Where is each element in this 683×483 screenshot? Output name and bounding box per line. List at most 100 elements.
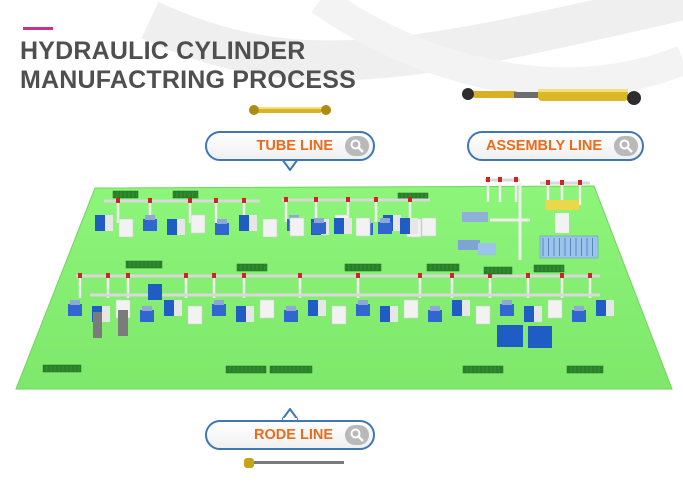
- gantry-hoist: [356, 273, 360, 278]
- machine-blue: [356, 304, 370, 316]
- machine-blue: [528, 326, 552, 348]
- hedge: [462, 365, 504, 374]
- hedge: [172, 190, 199, 199]
- gantry-hoist: [126, 273, 130, 278]
- machine-blue: [428, 310, 442, 322]
- assembly-press: [555, 213, 569, 233]
- machine-blue: [167, 219, 177, 235]
- machine-white: [331, 305, 347, 325]
- machine-white: [475, 305, 491, 325]
- magnifier-icon[interactable]: [345, 425, 369, 445]
- rod-stock: [118, 310, 128, 336]
- machine-white: [105, 215, 113, 231]
- machine-blue: [284, 310, 298, 322]
- machine-blue: [572, 310, 586, 322]
- gantry-hoist: [514, 177, 518, 182]
- machine-white: [421, 217, 437, 237]
- title-line-2: MANUFACTRING PROCESS: [20, 66, 356, 94]
- machine-white: [262, 218, 278, 238]
- assembly-frame: [545, 200, 579, 210]
- machine-white: [534, 306, 542, 322]
- gantry-hoist: [314, 197, 318, 202]
- machine-white: [462, 300, 470, 316]
- gantry-hoist: [486, 177, 490, 182]
- hedge: [236, 263, 268, 272]
- machine-top: [289, 215, 299, 220]
- machine-top: [145, 215, 155, 220]
- gantry-hoist: [560, 180, 564, 185]
- assembly-table: [458, 240, 480, 250]
- machine-white: [344, 218, 352, 234]
- machine-top: [502, 300, 512, 305]
- gantry-hoist: [408, 197, 412, 202]
- machine-white: [355, 217, 371, 237]
- machine-blue: [380, 306, 390, 322]
- machine-blue: [308, 300, 318, 316]
- hedge: [112, 190, 139, 199]
- machine-blue: [524, 306, 534, 322]
- rode-line-label: RODE LINE: [254, 427, 333, 443]
- gantry-hoist: [346, 197, 350, 202]
- cylinder-stock: [478, 243, 496, 255]
- hedge: [225, 365, 267, 374]
- gantry-hoist: [242, 273, 246, 278]
- machine-white: [318, 300, 326, 316]
- machine-blue: [596, 300, 606, 316]
- gantry-hoist: [450, 273, 454, 278]
- machine-white: [390, 306, 398, 322]
- machine-blue: [497, 325, 523, 347]
- machine-blue: [500, 304, 514, 316]
- hedge: [42, 364, 82, 373]
- machine-top: [358, 300, 368, 305]
- gantry-hoist: [298, 273, 302, 278]
- machine-top: [380, 218, 390, 223]
- magnifier-icon[interactable]: [345, 136, 369, 156]
- gantry-hoist: [526, 273, 530, 278]
- gantry-hoist: [212, 273, 216, 278]
- machine-blue: [236, 306, 246, 322]
- machine-blue: [334, 218, 344, 234]
- rod-icon: [244, 458, 344, 468]
- machine-blue: [212, 304, 226, 316]
- machine-top: [214, 300, 224, 305]
- assembled-cylinder-icon: [462, 88, 641, 105]
- gantry-hoist: [374, 197, 378, 202]
- hedge: [269, 365, 313, 374]
- gantry-hoist: [214, 198, 218, 203]
- machine-top: [286, 306, 296, 311]
- gantry-hoist: [488, 273, 492, 278]
- hedge: [426, 263, 460, 272]
- tube-line-button[interactable]: TUBE LINE: [205, 131, 375, 161]
- machine-top: [430, 306, 440, 311]
- rode-line-button[interactable]: RODE LINE: [205, 420, 375, 450]
- gantry-hoist: [78, 273, 82, 278]
- assembly-line-label: ASSEMBLY LINE: [485, 138, 602, 154]
- gantry-hoist: [188, 198, 192, 203]
- rode-line-pointer: [282, 408, 298, 420]
- gantry-hoist: [546, 180, 550, 185]
- magnifier-icon[interactable]: [614, 136, 638, 156]
- machine-white: [393, 215, 401, 231]
- machine-top: [70, 300, 80, 305]
- tube-cylinder-icon: [249, 105, 331, 115]
- machine-blue: [164, 300, 174, 316]
- machine-white: [249, 215, 257, 231]
- accent-bar: [23, 27, 53, 30]
- machine-white: [547, 299, 563, 319]
- machine-white: [177, 219, 185, 235]
- machine-blue: [68, 304, 82, 316]
- tube-line-label: TUBE LINE: [256, 138, 333, 154]
- machine-top: [217, 219, 227, 224]
- assembly-line-button[interactable]: ASSEMBLY LINE: [467, 131, 644, 161]
- gantry-hoist: [560, 273, 564, 278]
- gantry-hoist: [242, 198, 246, 203]
- gantry-hoist: [418, 273, 422, 278]
- machine-top: [142, 306, 152, 311]
- gantry-hoist: [284, 197, 288, 202]
- gantry-hoist: [588, 273, 592, 278]
- machine-blue: [95, 215, 105, 231]
- machine-white: [259, 299, 275, 319]
- title-line-1: HYDRAULIC CYLINDER: [20, 37, 306, 65]
- machine-top: [314, 218, 324, 223]
